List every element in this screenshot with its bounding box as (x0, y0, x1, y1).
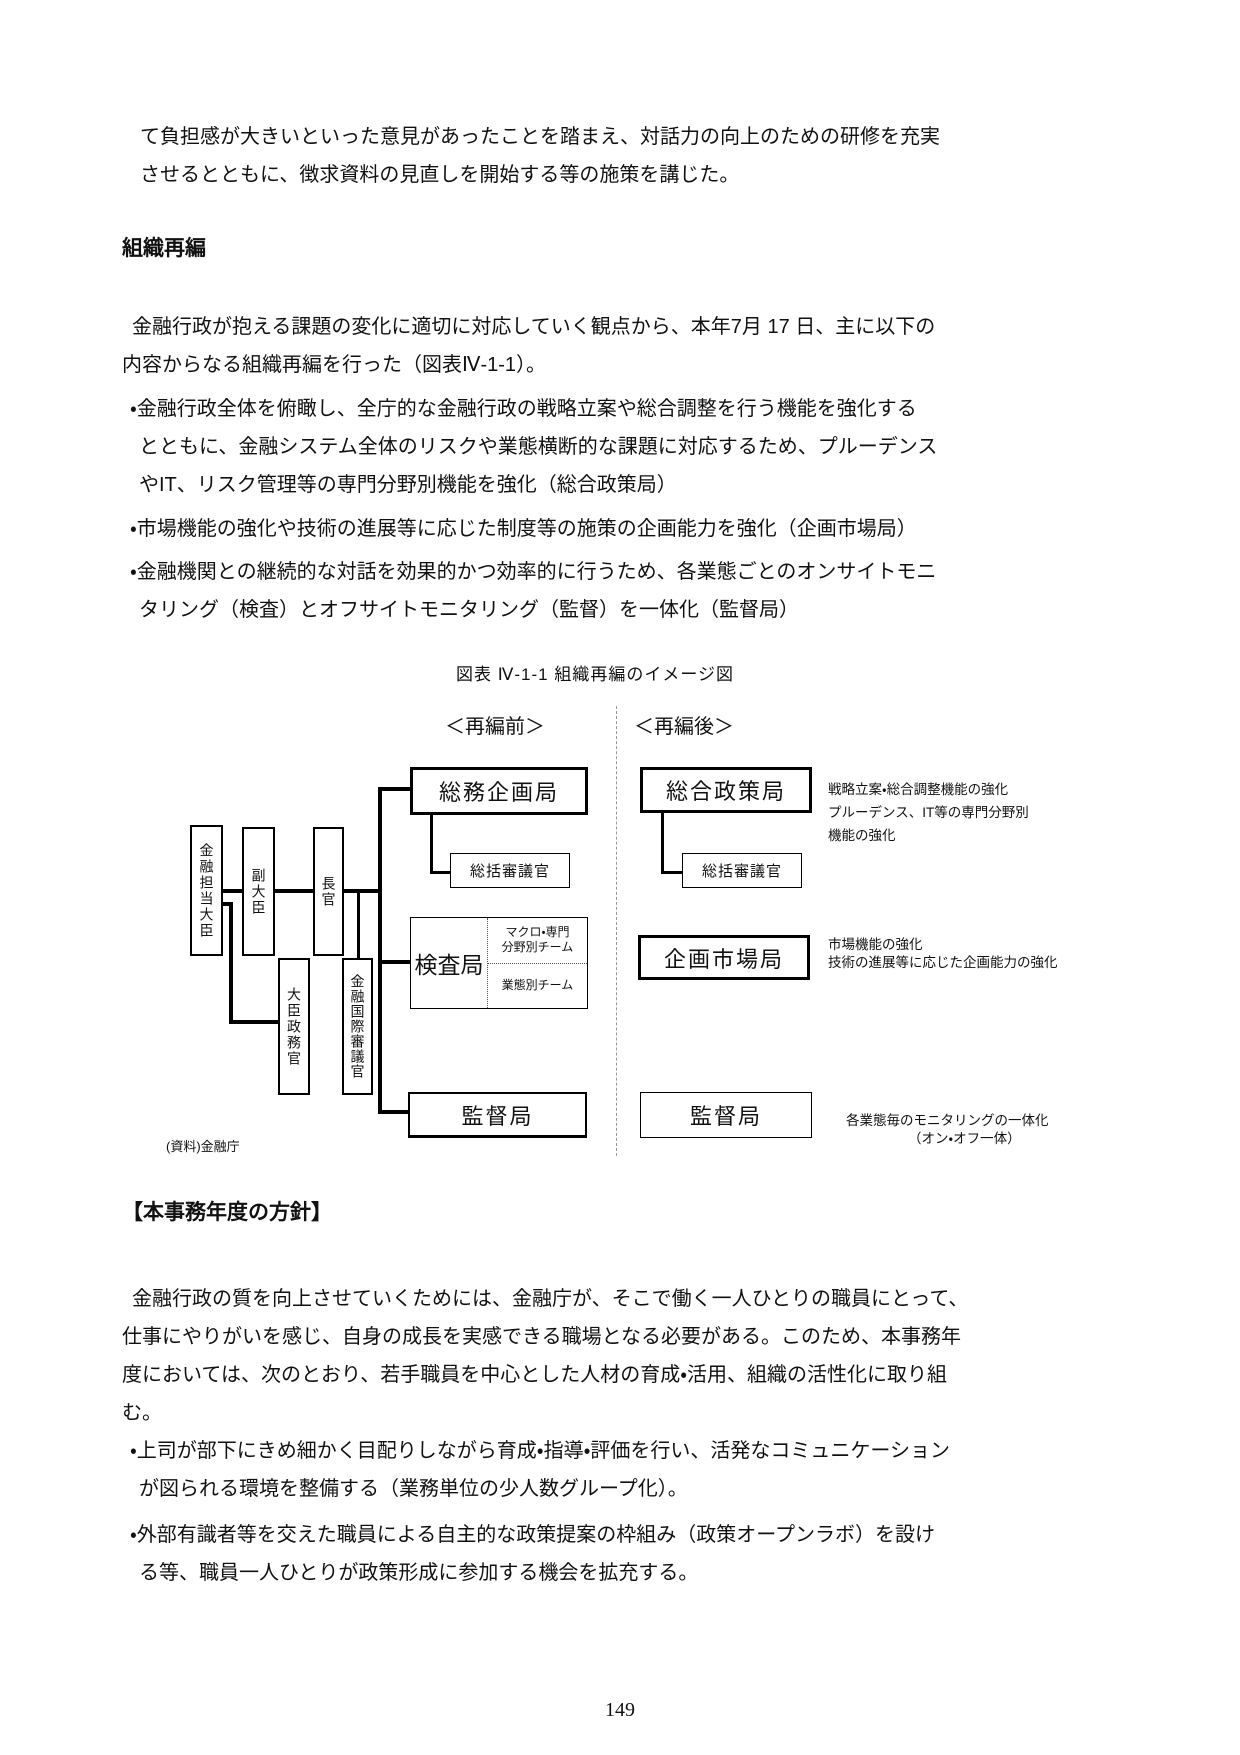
bullet-line: ・金融行政全体を俯瞰し、全庁的な金融行政の戦略立案や総合調整を行う機能を強化する (130, 398, 917, 420)
box-label: 総括審議官 (469, 863, 550, 880)
connector-line (661, 871, 682, 874)
box-label: 副大臣 (250, 867, 267, 916)
bullet-item: ・金融行政全体を俯瞰し、全庁的な金融行政の戦略立案や総合調整を行う機能を強化する… (122, 390, 1130, 504)
before-after-divider (616, 706, 617, 1156)
box-kantoku-kyoku-after: 監督局 (640, 1092, 812, 1138)
box-label: 企画市場局 (663, 946, 784, 972)
body-line: 金融行政が抱える課題の変化に適切に対応していく観点から、本年7月 17 日、主に… (132, 316, 936, 338)
box-label: 検査局 (411, 918, 488, 1008)
connector-line (378, 960, 410, 964)
box-label: 監督局 (689, 1104, 762, 1129)
connector-line (223, 889, 243, 893)
connector-line (275, 889, 313, 893)
box-soukatsu-shingikan-before: 総括審議官 (450, 853, 570, 888)
box-vice-minister: 副大臣 (242, 827, 275, 956)
kensa-team-macro: マクロ・専門 分野別チーム (488, 918, 587, 964)
box-kikaku-shijou-kyoku: 企画市場局 (638, 935, 810, 980)
note-kantoku: 各業態毎のモニタリングの一体化 （オン・オフ一体） (846, 1094, 1049, 1166)
box-kantoku-kyoku-before: 監督局 (408, 1092, 587, 1138)
connector-line (229, 902, 233, 1024)
body-line: て負担感が大きいといった意見があったことを踏まえ、対話力の向上のための研修を充実 (140, 126, 940, 148)
bullet-item: ・金融機関との継続的な対話を効果的かつ効率的に行うため、各業態ごとのオンサイトモ… (122, 553, 1130, 629)
bullet-line: ・上司が部下にきめ細かく目配りしながら育成・指導・評価を行い、活発なコミュニケー… (130, 1440, 950, 1462)
box-label: 総務企画局 (438, 780, 559, 805)
kensa-team-sector: 業態別チーム (501, 978, 574, 993)
bullet-line: とともに、金融システム全体のリスクや業態横断的な課題に対応するため、プルーデンス (139, 436, 938, 458)
bullet-item: ・外部有識者等を交えた職員による自主的な政策提案の枠組み（政策オープンラボ）を設… (122, 1516, 1130, 1592)
kensa-teams: マクロ・専門 分野別チーム 業態別チーム (488, 918, 587, 1008)
body-line: 金融行政の質を向上させていくためには、金融庁が、そこで働く一人ひとりの職員にとっ… (132, 1288, 969, 1310)
box-kensa-kyoku: 検査局 マクロ・専門 分野別チーム 業態別チーム (410, 917, 588, 1009)
connector-line (378, 1110, 408, 1114)
body-line: 仕事にやりがいを感じ、自身の成長を実感できる職場となる必要がある。このため、本事… (122, 1326, 961, 1348)
box-minister-for-financial-services: 金融担当大臣 (190, 825, 223, 956)
bullet-item: ・市場機能の強化や技術の進展等に応じた制度等の施策の企画能力を強化（企画市場局） (122, 510, 1130, 548)
box-sougou-seisaku-kyoku: 総合政策局 (640, 767, 812, 813)
connector-line (223, 902, 233, 906)
box-label: 総括審議官 (701, 863, 782, 880)
connector-line (229, 1020, 278, 1024)
connector-line (661, 813, 664, 874)
body-line: 内容からなる組織再編を行った（図表Ⅳ-1-1）。 (122, 354, 547, 376)
before-column-label: ＜再編前＞ (445, 716, 545, 738)
body-line: 度においては、次のとおり、若手職員を中心とした人材の育成・活用、組織の活性化に取… (122, 1364, 947, 1386)
bottom-text-block: 【本事務年度の方針】 金融行政の質を向上させていくためには、金融庁が、そこで働く… (0, 1198, 1240, 1592)
note-sougou-seisaku: 戦略立案・総合調整機能の強化 プルーデンス、IT等の専門分野別 機能の強化 (828, 782, 1029, 843)
box-label: 金融担当大臣 (198, 842, 215, 939)
connector-line (343, 889, 382, 893)
org-reorg-diagram: 図表 Ⅳ-1-1 組織再編のイメージ図 ＜再編前＞ ＜再編後＞ 金融担当大臣 副… (0, 640, 1240, 1160)
bullet-line: る等、職員一人ひとりが政策形成に参加する機会を拡充する。 (139, 1562, 699, 1584)
section-heading-soshiki-saihen: 組織再編 (122, 237, 206, 260)
figure-title: 図表 Ⅳ-1-1 組織再編のイメージ図 (455, 665, 735, 684)
after-column-label: ＜再編後＞ (634, 716, 734, 738)
bullet-line: ・金融機関との継続的な対話を効果的かつ効率的に行うため、各業態ごとのオンサイトモ… (130, 561, 937, 583)
bullet-line: ・外部有識者等を交えた職員による自主的な政策提案の枠組み（政策オープンラボ）を設… (130, 1524, 935, 1546)
bullet-line: が図られる環境を整備する（業務単位の少人数グループ化）。 (139, 1478, 688, 1500)
box-soukatsu-shingikan-after: 総括審議官 (682, 853, 802, 888)
connector-line (357, 891, 360, 958)
top-text-block: て負担感が大きいといった意見があったことを踏まえ、対話力の向上のための研修を充実… (0, 0, 1240, 629)
figure-source: (資料)金融庁 (166, 1139, 240, 1154)
box-label: 大臣政務官 (286, 986, 302, 1067)
note-line: 各業態毎のモニタリングの一体化 (846, 1113, 1049, 1128)
box-soumu-kikaku-kyoku: 総務企画局 (410, 767, 588, 815)
bullet-line: タリング（検査）とオフサイトモニタリング（監督）を一体化（監督局） (139, 599, 799, 621)
page-number: 149 (605, 1699, 635, 1721)
connector-line (430, 871, 450, 874)
bullet-line: やIT、リスク管理等の専門分野別機能を強化（総合政策局） (139, 474, 677, 496)
box-label: 金融国際審議官 (349, 974, 366, 1079)
box-parliamentary-vice-minister: 大臣政務官 (278, 958, 310, 1095)
note-kikaku-shijou: 市場機能の強化 技術の進展等に応じた企画能力の強化 (828, 937, 1058, 970)
box-label: 長官 (320, 875, 337, 908)
box-label: 総合政策局 (665, 779, 786, 804)
connector-trunk (378, 787, 382, 1114)
connector-line (430, 815, 433, 874)
box-commissioner: 長官 (313, 827, 344, 956)
section-heading-policy: 【本事務年度の方針】 (122, 1201, 332, 1224)
box-label: 監督局 (461, 1103, 534, 1129)
body-line: む。 (122, 1402, 162, 1424)
body-line: させるとともに、徴求資料の見直しを開始する等の施策を講じた。 (140, 164, 740, 186)
bullet-line: ・市場機能の強化や技術の進展等に応じた制度等の施策の企画能力を強化（企画市場局） (130, 518, 917, 540)
bullet-item: ・上司が部下にきめ細かく目配りしながら育成・指導・評価を行い、活発なコミュニケー… (122, 1432, 1130, 1508)
box-vice-minister-international: 金融国際審議官 (342, 958, 373, 1095)
connector-line (378, 787, 410, 791)
note-line: （オン・オフ一体） (908, 1131, 1021, 1146)
